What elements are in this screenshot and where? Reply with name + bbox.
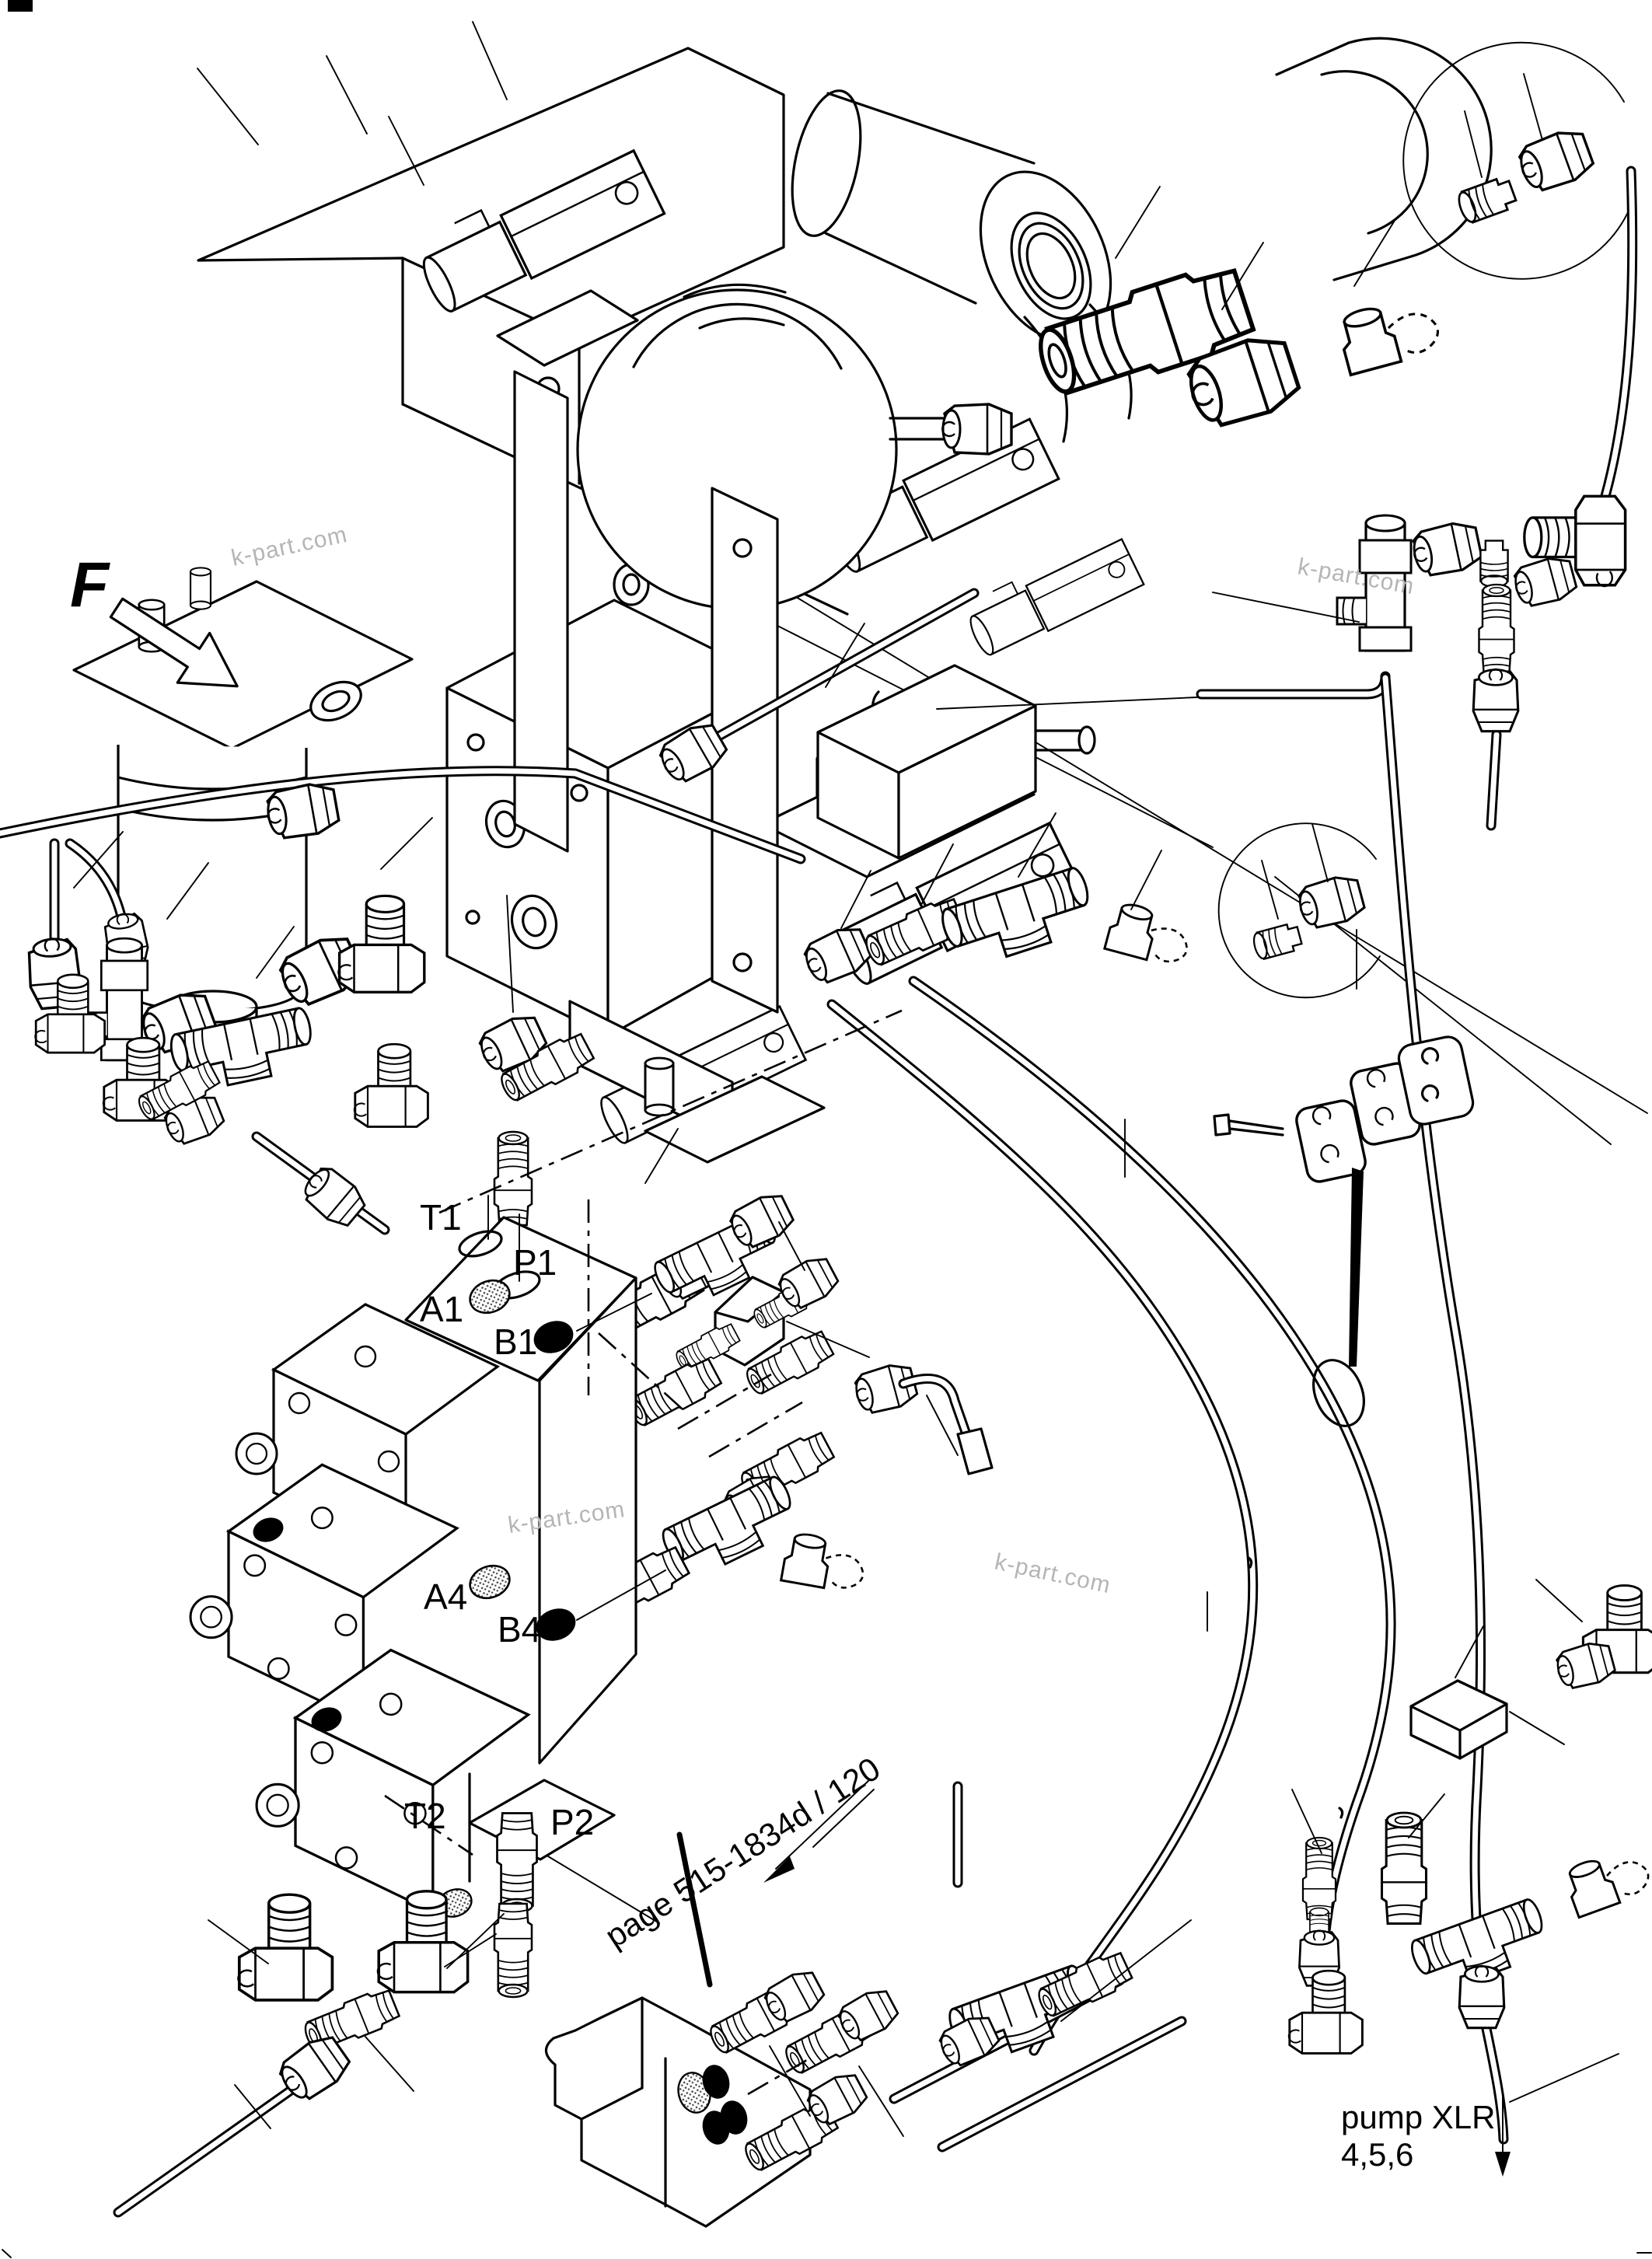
small-valve-block bbox=[1409, 1679, 1508, 1760]
port-a1-hole bbox=[469, 1279, 511, 1315]
port-label-b1: B1 bbox=[494, 1322, 537, 1362]
main-valve-block bbox=[189, 1216, 637, 1999]
cap-nut bbox=[1294, 871, 1368, 933]
plug-fitting bbox=[493, 1130, 533, 1227]
filter-cylinder bbox=[791, 37, 1493, 443]
port-label-t2: T2 bbox=[404, 1796, 446, 1836]
leader-lines bbox=[73, 21, 1619, 2137]
pump-reference-line2: 4,5,6 bbox=[1341, 2136, 1413, 2173]
clamp-position-arrow bbox=[1349, 1168, 1364, 1367]
pump-reference-line1: pump XLR bbox=[1341, 2099, 1495, 2135]
view-marker-label: F bbox=[70, 550, 110, 620]
tick-mark bbox=[1338, 1807, 1344, 1819]
view-marker: F bbox=[70, 550, 239, 688]
cap-nut bbox=[1552, 1638, 1619, 1693]
bottom-right-fittings bbox=[1213, 1035, 1652, 2055]
test-coupling-with-cap bbox=[780, 1530, 870, 1596]
bent-pipe-fitting bbox=[898, 1374, 994, 1475]
port-label-p2: P2 bbox=[550, 1802, 594, 1842]
hose-nut bbox=[1458, 1964, 1506, 2030]
plug-fitting bbox=[1454, 174, 1520, 226]
threaded-stud bbox=[1380, 1811, 1428, 1926]
elbow-fitting bbox=[1287, 1969, 1364, 2055]
elbow-fitting bbox=[337, 894, 426, 993]
pin bbox=[189, 567, 212, 610]
test-coupling-with-cap bbox=[1560, 1842, 1652, 1919]
watermark: k-part.com bbox=[229, 522, 350, 571]
port-label-a1: A1 bbox=[420, 1289, 463, 1329]
port-label-t1: T1 bbox=[420, 1197, 462, 1238]
pump-reference: pump XLR 4,5,6 bbox=[1341, 2097, 1511, 2177]
port-label-p1: P1 bbox=[513, 1242, 557, 1283]
fitting-detail-circle-middle bbox=[1217, 822, 1381, 999]
page-reference: page 515-1834d / 120 bbox=[599, 1750, 886, 1954]
fitting-detail-circle-top bbox=[1402, 41, 1633, 280]
port-plug-fitting bbox=[496, 1812, 538, 1914]
hose-nut bbox=[850, 1359, 920, 1418]
pump-reference-arrowhead bbox=[1495, 2152, 1511, 2177]
watermark: k-part.com bbox=[993, 1549, 1113, 1599]
hex-port-nut bbox=[941, 403, 1013, 456]
bottom-manifold-block bbox=[544, 1831, 1136, 2228]
page-reference-text: page 515-1834d / 120 bbox=[599, 1750, 886, 1954]
elbow-fitting bbox=[353, 1042, 429, 1128]
cap-nut bbox=[1513, 124, 1598, 197]
elbow-fitting bbox=[236, 1893, 334, 2002]
straight-fitting bbox=[1032, 1947, 1136, 2023]
solenoid-valve bbox=[959, 529, 1145, 662]
cap-nut bbox=[1472, 668, 1520, 733]
port-b1-hole bbox=[533, 1321, 574, 1353]
cap-nut bbox=[1408, 518, 1485, 581]
pilot-valve-cylinder bbox=[644, 1056, 675, 1117]
plug-fitting bbox=[1250, 920, 1304, 962]
phantom-lines bbox=[384, 1009, 903, 2096]
compression-fitting bbox=[1479, 539, 1509, 588]
straight-fitting bbox=[622, 1353, 725, 1433]
port-label-b4: B4 bbox=[498, 1609, 541, 1650]
port-b4-hole bbox=[536, 1608, 576, 1641]
hose-clamp-bracket bbox=[1213, 1035, 1475, 1367]
tick-mark bbox=[1247, 1556, 1253, 1569]
port-label-a4: A4 bbox=[424, 1576, 467, 1617]
test-coupling-with-cap bbox=[1103, 899, 1196, 971]
view-direction-arrow bbox=[109, 597, 239, 688]
bottom-left-fittings bbox=[236, 1890, 470, 2108]
center-fitting-rows bbox=[584, 717, 1196, 1625]
filter-assembly bbox=[72, 567, 414, 1063]
straight-fitting bbox=[1478, 583, 1515, 673]
test-coupling-with-cap bbox=[1333, 291, 1445, 377]
cap-nut bbox=[1509, 552, 1580, 611]
check-valve-block bbox=[672, 1276, 820, 1375]
page-reference-arrowhead bbox=[763, 1856, 795, 1883]
port-a4-hole bbox=[469, 1564, 511, 1600]
pump-assembly bbox=[513, 283, 1096, 1164]
